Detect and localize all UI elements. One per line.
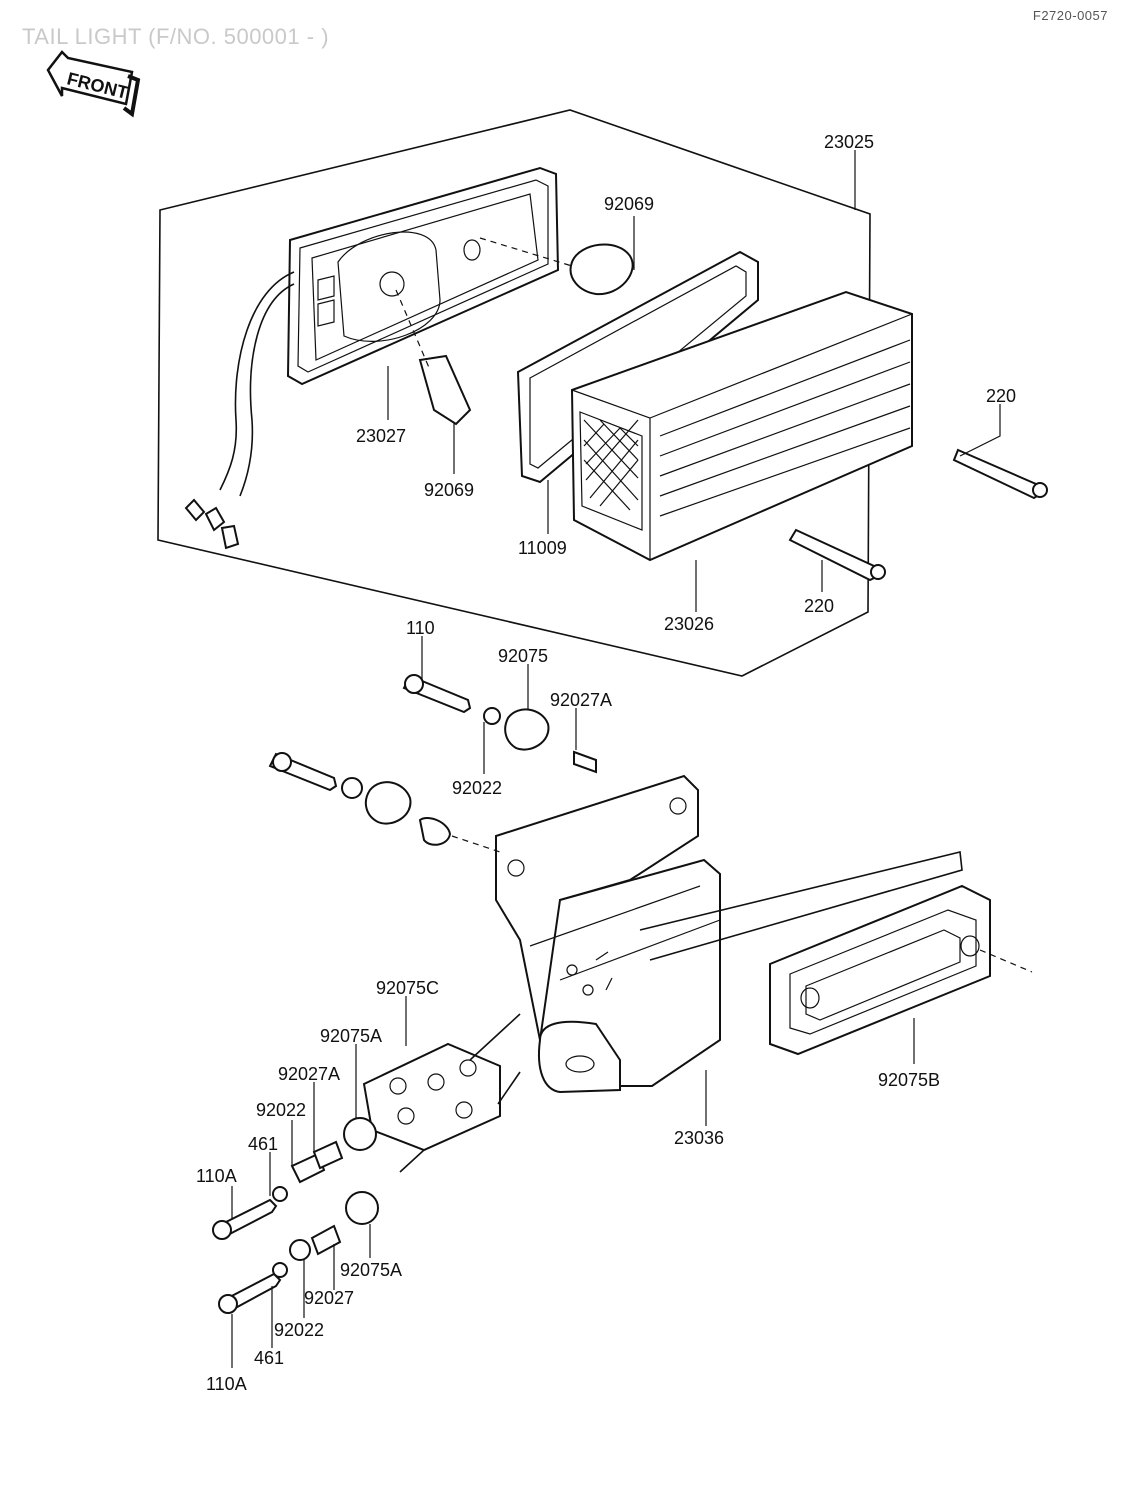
label-461-upper: 461 [248, 1134, 278, 1154]
wiring-harness [184, 271, 295, 550]
label-23027: 23027 [356, 426, 406, 446]
label-92022-upper: 92022 [452, 778, 502, 798]
damper-block [362, 1042, 501, 1152]
label-92075: 92075 [498, 646, 548, 666]
label-23036: 23036 [674, 1128, 724, 1148]
license-lamp [769, 884, 1033, 1056]
label-220-upper: 220 [986, 386, 1016, 406]
fastener-stack-lower-1 [212, 1117, 377, 1240]
label-11009: 11009 [518, 538, 567, 558]
label-110A-lower: 110A [206, 1374, 247, 1394]
label-92075A-upper: 92075A [320, 1026, 382, 1046]
diagram-code: F2720-0057 [1032, 8, 1108, 23]
label-23025: 23025 [824, 132, 874, 152]
label-92075C: 92075C [376, 978, 439, 998]
fastener-stack-upper-2 [268, 752, 452, 846]
label-92069-bulb: 92069 [604, 194, 654, 214]
fastener-stack-lower-2 [218, 1191, 379, 1314]
screw-220-upper [952, 448, 1048, 500]
label-92027: 92027 [304, 1288, 354, 1308]
bulb-part [418, 243, 634, 426]
assembly-boundary [157, 109, 871, 677]
label-92027A-lower: 92027A [278, 1064, 340, 1084]
mounting-bracket [495, 774, 963, 1094]
front-arrow-icon: FRONT [46, 50, 141, 118]
part-labels: 23025 92069 23027 92069 220 11009 23026 … [196, 132, 1016, 1394]
label-92075B: 92075B [878, 1070, 940, 1090]
tail-lens-cover [570, 290, 913, 562]
screw-220-lower [788, 528, 886, 582]
label-92022-lower: 92022 [274, 1320, 324, 1340]
fastener-stack-upper-1 [402, 674, 597, 774]
diagram-title: TAIL LIGHT (F/NO. 500001 - ) [22, 24, 330, 49]
label-110A-upper: 110A [196, 1166, 237, 1186]
label-92022-mid: 92022 [256, 1100, 306, 1120]
label-110: 110 [406, 618, 435, 638]
label-92027A-upper: 92027A [550, 690, 612, 710]
leader-lines [231, 150, 1001, 1368]
label-92069-socket: 92069 [424, 480, 474, 500]
label-23026: 23026 [664, 614, 714, 634]
label-461-lower: 461 [254, 1348, 284, 1368]
lamp-housing-panel [286, 166, 560, 386]
label-220-lower: 220 [804, 596, 834, 616]
label-92075A-lower: 92075A [340, 1260, 402, 1280]
